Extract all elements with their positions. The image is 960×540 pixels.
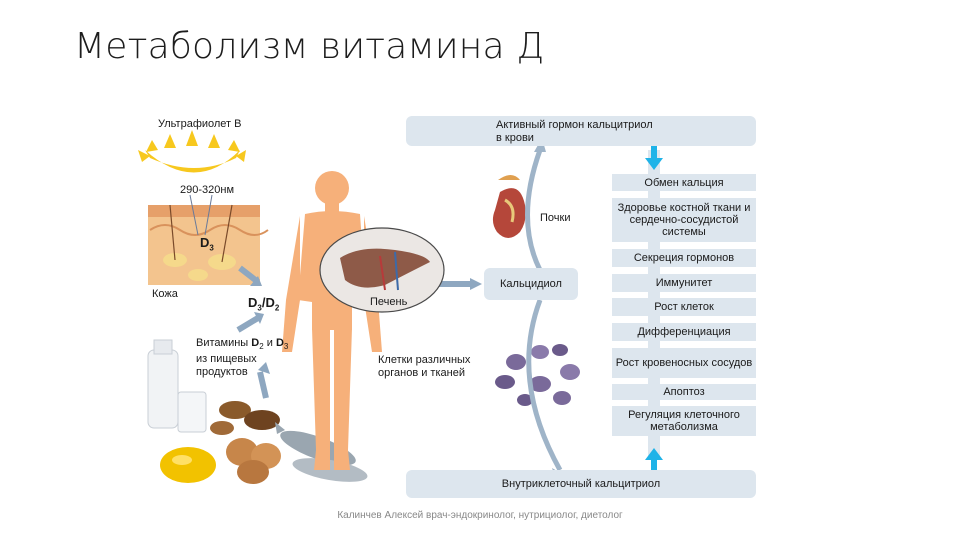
- liver-label: Печень: [370, 296, 408, 308]
- kidney-label: Почки: [540, 212, 571, 224]
- effect-item: Дифференциация: [612, 323, 756, 341]
- d3-d2-label: D3/D2: [248, 295, 280, 313]
- slide-title: Метаболизм витамина Д: [74, 26, 545, 67]
- skin-d3-label: D3: [200, 235, 214, 253]
- effect-item: Иммунитет: [612, 274, 756, 292]
- mushrooms-icon: [210, 401, 280, 435]
- effect-item: Секреция гормонов: [612, 249, 756, 267]
- fish-oil-capsules-icon: [160, 447, 216, 483]
- uv-label: Ультрафиолет В: [158, 118, 242, 130]
- effect-item: Апоптоз: [612, 384, 756, 400]
- effect-item: Рост кровеносных сосудов: [612, 348, 756, 378]
- skin-label: Кожа: [152, 288, 178, 300]
- down-arrow-icon: [645, 158, 663, 170]
- wavelength-label: 290-320нм: [180, 184, 235, 196]
- up-arrow-icon: [645, 448, 663, 460]
- liver-icon: [319, 227, 445, 313]
- kidney-icon: [492, 175, 526, 238]
- intracellular-calcitriol-box: Внутриклеточный кальцитриол: [406, 470, 756, 498]
- curved-arrows: [525, 149, 563, 472]
- cells-icon: [495, 344, 580, 406]
- effect-item: Обмен кальция: [612, 174, 756, 191]
- effect-item: Рост клеток: [612, 298, 756, 316]
- effect-item: Регуляция клеточного метаболизма: [612, 406, 756, 436]
- skin-illustration: [148, 194, 269, 285]
- milk-bottle-icon: [147, 339, 207, 433]
- author-footer: Калинчев Алексей врач-эндокринолог, нутр…: [337, 510, 623, 521]
- food-vitamins-label: Витамины D2 и D3 из пищевых продуктов: [196, 337, 289, 379]
- sun-icon: [138, 130, 246, 173]
- human-body-icon: [282, 171, 382, 470]
- effect-item: Здоровье костной ткани и сердечно-сосуди…: [612, 198, 756, 242]
- calcidiol-box: Кальцидиол: [484, 268, 578, 300]
- eggs-icon: [226, 438, 281, 484]
